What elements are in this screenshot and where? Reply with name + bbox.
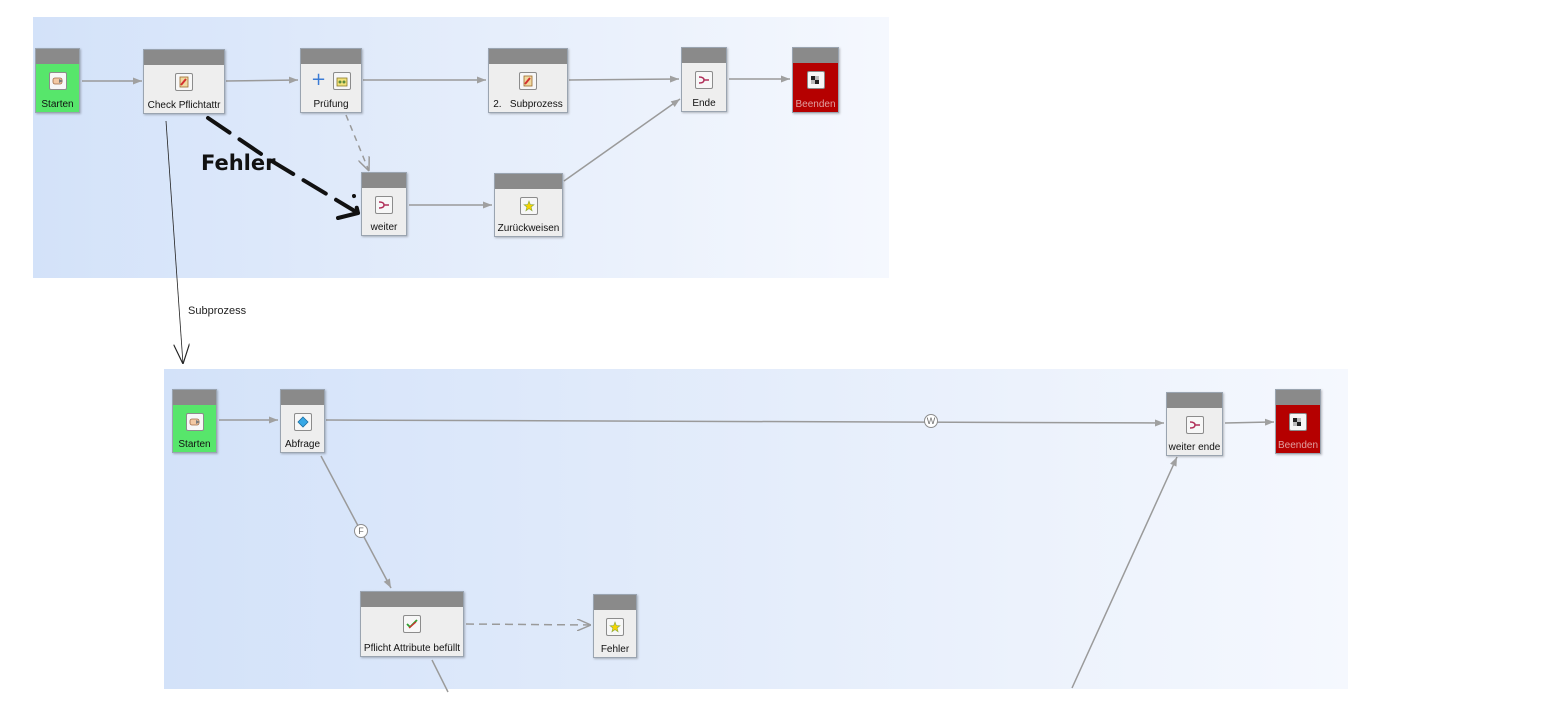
clipboard-icon <box>175 73 193 91</box>
condition-badge-w: W <box>924 414 938 428</box>
edge-zurueckweisen-ende <box>563 98 681 182</box>
start-icon <box>185 413 204 431</box>
node-label: Beenden <box>1277 440 1319 451</box>
edge-pruefung-weiter <box>345 114 369 171</box>
node-beenden[interactable]: Beenden <box>792 47 839 113</box>
plus-icon: + <box>311 69 327 90</box>
node-label: 2. Subprozess <box>493 99 563 110</box>
node-header <box>281 390 324 405</box>
split-icon <box>375 196 393 214</box>
node-label: Prüfung <box>313 99 349 110</box>
edge-check-pruefung <box>225 76 299 84</box>
node-b-starten[interactable]: Starten <box>172 389 217 453</box>
node-label: Abfrage <box>284 439 321 450</box>
node-header <box>173 390 216 405</box>
node-weiter[interactable]: weiter <box>361 172 407 236</box>
node-label: Pflicht Attribute befüllt <box>363 643 461 654</box>
subprocess-link <box>165 120 183 364</box>
node-header <box>362 173 406 188</box>
node-label: Check Pflichtattr <box>147 100 221 111</box>
diamond-icon <box>293 413 312 431</box>
edge-b-abfrage-weiterende <box>325 419 1165 427</box>
node-check-pflichtattr[interactable]: Check Pflichtattr <box>143 49 225 114</box>
edge-b-abfrage-pflicht <box>320 455 392 589</box>
flag-icon <box>806 71 825 89</box>
node-label: Zurückweisen <box>497 223 560 234</box>
edge-b-weiterende-beenden <box>1224 418 1275 426</box>
node-b-pflicht[interactable]: Pflicht Attribute befüllt <box>360 591 464 657</box>
node-label: Starten <box>41 99 74 110</box>
start-icon <box>48 72 67 90</box>
node-label: Beenden <box>795 99 836 110</box>
node-header <box>144 50 224 65</box>
edge-b-pflicht-fehler <box>465 624 591 625</box>
node-header <box>495 174 562 189</box>
flag-icon <box>1289 413 1307 431</box>
subprocess-link-label: Subprozess <box>188 305 247 317</box>
node-label: Ende <box>692 98 716 109</box>
star-icon <box>606 618 624 636</box>
split-icon <box>695 71 713 89</box>
node-header <box>793 48 838 63</box>
condition-badge-f: F <box>354 524 368 538</box>
node-b-fehler[interactable]: Fehler <box>593 594 637 658</box>
node-b-abfrage[interactable]: Abfrage <box>280 389 325 453</box>
node-pruefung[interactable]: + Prüfung <box>300 48 362 113</box>
node-b-weiter-ende[interactable]: weiter ende <box>1166 392 1223 456</box>
fehler-annotation: Fehler <box>201 151 276 175</box>
node-header <box>682 48 726 63</box>
node-label: Starten <box>178 439 211 450</box>
node-header <box>1167 393 1222 408</box>
node-header <box>301 49 361 64</box>
people-icon <box>333 72 351 90</box>
star-icon <box>519 197 538 215</box>
checklist-icon <box>403 615 421 633</box>
node-label: weiter <box>370 222 398 233</box>
split-icon <box>1185 416 1204 434</box>
node-label: weiter ende <box>1168 442 1221 453</box>
node-header <box>361 592 463 607</box>
fehler-annotation-arrow <box>206 116 360 220</box>
node-subprozess[interactable]: 2. Subprozess <box>488 48 568 113</box>
node-ende[interactable]: Ende <box>681 47 727 112</box>
edge-subprozess-ende <box>568 75 680 83</box>
node-header <box>1276 390 1320 405</box>
node-header <box>594 595 636 610</box>
node-b-beenden[interactable]: Beenden <box>1275 389 1321 454</box>
node-header <box>489 49 567 64</box>
node-starten[interactable]: Starten <box>35 48 80 113</box>
clipboard-icon <box>519 72 537 90</box>
edge-b-up-weiterende <box>1071 456 1178 689</box>
node-header <box>36 49 79 64</box>
node-label: Fehler <box>600 644 630 655</box>
node-zurueckweisen[interactable]: Zurückweisen <box>494 173 563 237</box>
edge-b-pflicht-down <box>431 659 449 693</box>
